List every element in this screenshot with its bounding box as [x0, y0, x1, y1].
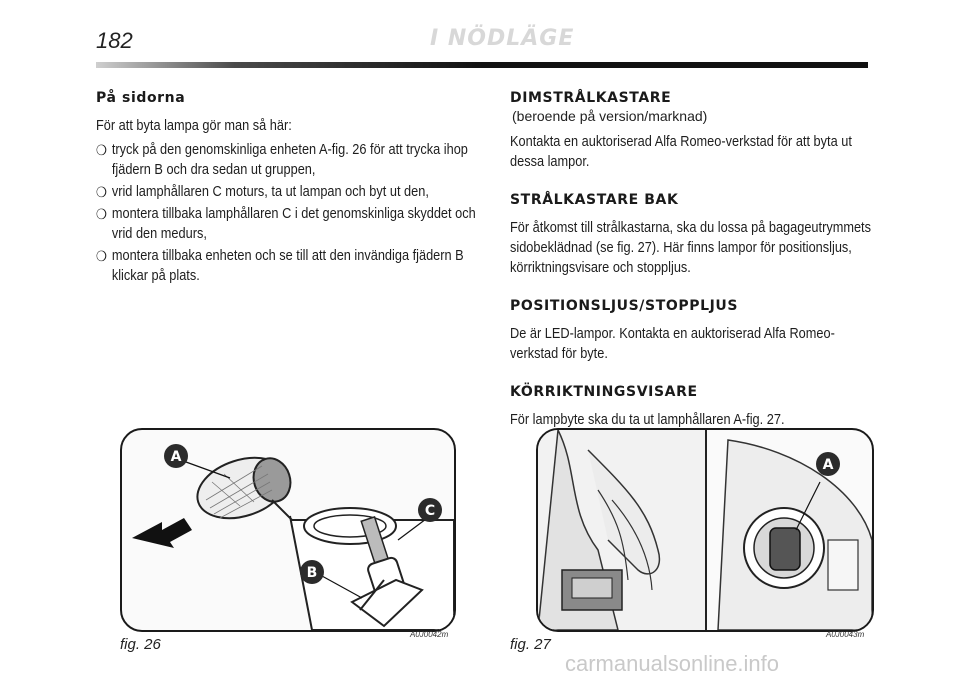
section-stralkastare-bak: STRÅLKASTARE BAK För åtkomst till strålk… [510, 192, 880, 278]
section-heading-pa-sidorna: På sidorna [96, 90, 186, 106]
intro-text: För att byta lampa gör man så här: [96, 118, 292, 134]
label-b-badge: B [300, 560, 324, 584]
section-text: För lampbyte ska du ta ut lamphållaren A… [510, 412, 785, 428]
watermark: carmanualsonline.info [565, 651, 780, 676]
step-text: vrid lamphållaren C moturs, ta ut lampan… [111, 184, 429, 200]
list-item: ❍ tryck på den genomskinliga enheten A-f… [96, 140, 482, 180]
section-text: För åtkomst till strålkastarna, ska du l… [510, 220, 871, 276]
section-heading: DIMSTRÅLKASTARE [510, 90, 672, 106]
label-c: C [425, 503, 435, 519]
label-a: A [823, 457, 834, 473]
label-b: B [307, 565, 318, 581]
figure-27: A [536, 428, 874, 632]
step-text: montera tillbaka enheten och se till att… [111, 248, 464, 284]
push-arrow-icon [132, 518, 192, 548]
section-heading: KÖRRIKTNINGSVISARE [510, 384, 698, 400]
side-lamp-illustration: A C B [132, 444, 454, 630]
section-korriktningsvisare: KÖRRIKTNINGSVISARE För lampbyte ska du t… [510, 384, 880, 430]
section-subheading: (beroende på version/marknad) [512, 108, 708, 124]
section-text: Kontakta en auktoriserad Alfa Romeo-verk… [510, 134, 852, 170]
fig-26-caption: fig. 26 [120, 636, 161, 653]
label-c-badge: C [418, 498, 442, 522]
section-heading: POSITIONSLJUS/STOPPLJUS [510, 298, 739, 314]
section-positionsljus: POSITIONSLJUS/STOPPLJUS De är LED-lampor… [510, 298, 880, 364]
section-dimstralkastare: DIMSTRÅLKASTARE (beroende på version/mar… [510, 90, 880, 172]
label-a: A [171, 449, 182, 465]
list-item: ❍ vrid lamphållaren C moturs, ta ut lamp… [96, 182, 482, 202]
figure-26: A C B [120, 428, 456, 632]
page-number: 182 [96, 28, 133, 53]
bullet-icon: ❍ [96, 142, 108, 158]
chapter-title: I NÖDLÄGE [430, 26, 575, 51]
section-text: De är LED-lampor. Kontakta en auktoriser… [510, 326, 835, 362]
right-column: DIMSTRÅLKASTARE (beroende på version/mar… [510, 90, 880, 450]
list-item: ❍ montera tillbaka enheten och se till a… [96, 246, 482, 286]
fig-27-code: A0J0043m [826, 630, 865, 639]
rear-lamp-illustration: A [538, 430, 872, 630]
label-a-badge: A [164, 444, 188, 468]
fig-27-caption: fig. 27 [510, 636, 551, 653]
step-text: tryck på den genomskinliga enheten A-fig… [111, 142, 468, 178]
bullet-icon: ❍ [96, 248, 108, 264]
bullet-icon: ❍ [96, 184, 108, 200]
list-item: ❍ montera tillbaka lamphållaren C i det … [96, 204, 482, 244]
bullet-icon: ❍ [96, 206, 108, 222]
steps-list: ❍ tryck på den genomskinliga enheten A-f… [96, 140, 484, 286]
label-a-badge: A [816, 452, 840, 476]
section-heading: STRÅLKASTARE BAK [510, 192, 679, 208]
fig-26-code: A0J0042m [410, 630, 449, 639]
header-rule [96, 62, 868, 68]
left-column: På sidorna För att byta lampa gör man så… [96, 90, 484, 288]
step-text: montera tillbaka lamphållaren C i det ge… [111, 206, 476, 242]
